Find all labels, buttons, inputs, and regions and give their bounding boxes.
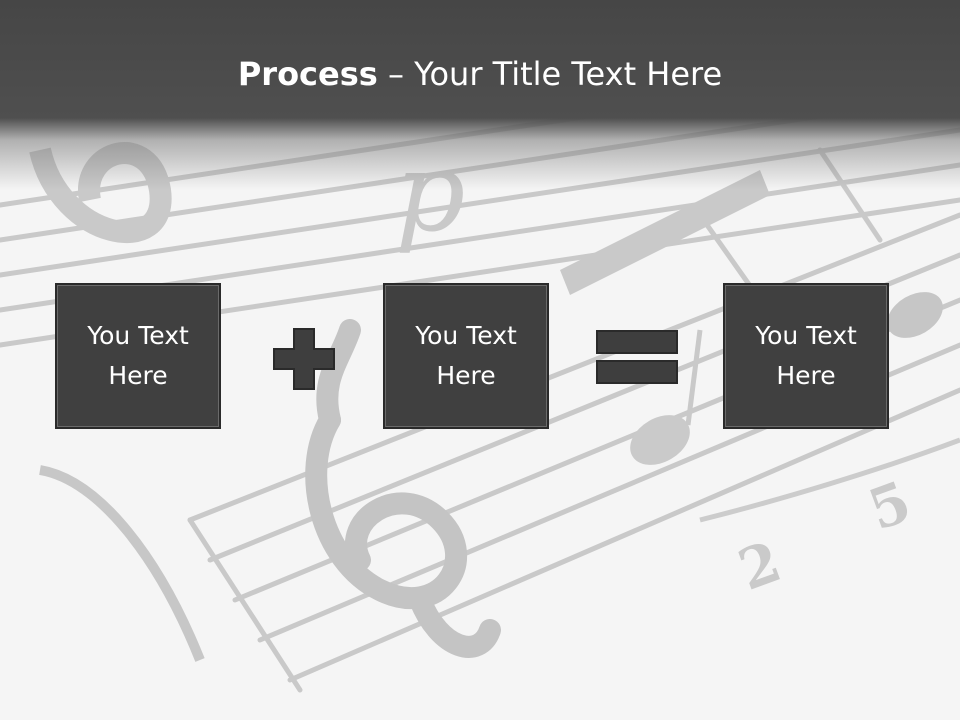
process-box-3[interactable]: You Text Here	[723, 283, 889, 429]
process-box-3-text: You Text Here	[755, 321, 857, 390]
process-box-1[interactable]: You Text Here	[55, 283, 221, 429]
header-bar	[0, 0, 960, 190]
process-box-2[interactable]: You Text Here	[383, 283, 549, 429]
title-bold-part: Process	[237, 55, 378, 93]
process-box-2-text: You Text Here	[415, 321, 517, 390]
process-box-1-text: You Text Here	[87, 321, 189, 390]
slide-title: Process – Your Title Text Here	[0, 52, 960, 96]
plus-icon	[273, 328, 335, 390]
title-rest-part: – Your Title Text Here	[377, 55, 723, 93]
equals-icon	[596, 330, 678, 384]
